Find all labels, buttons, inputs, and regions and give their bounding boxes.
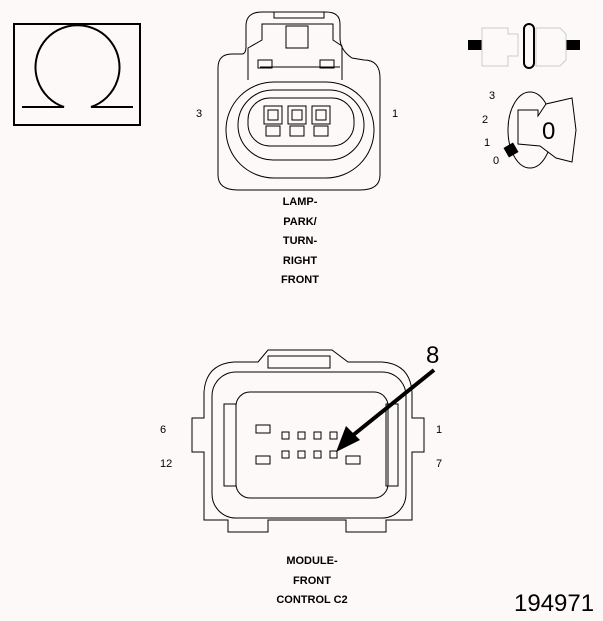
caption-line: TURN- bbox=[282, 235, 318, 247]
connector-1-pin-3-label: 3 bbox=[196, 108, 203, 120]
caption-line: MODULE- bbox=[286, 555, 338, 567]
connector-1-drawing bbox=[217, 11, 381, 191]
connector-2-pin-1-label: 1 bbox=[436, 424, 443, 436]
ignition-position-1: 1 bbox=[484, 137, 491, 149]
ignition-key-label: 0 bbox=[542, 118, 556, 145]
caption-line: LAMP- bbox=[282, 196, 318, 208]
ignition-key-icon bbox=[503, 91, 577, 169]
ignition-position-3: 3 bbox=[489, 90, 496, 102]
ignition-position-0: 0 bbox=[493, 155, 500, 167]
disconnected-connector-icon bbox=[468, 23, 580, 69]
callout-pin-label: 8 bbox=[426, 342, 440, 369]
connector-2-caption: MODULE- FRONT CONTROL C2 bbox=[252, 552, 372, 611]
caption-line: CONTROL C2 bbox=[276, 594, 348, 606]
ohm-meter-icon bbox=[13, 23, 141, 126]
connector-2-pin-7-label: 7 bbox=[436, 458, 443, 470]
caption-line: FRONT bbox=[281, 274, 319, 286]
figure-number: 194971 bbox=[514, 590, 595, 617]
caption-line: FRONT bbox=[293, 574, 331, 587]
caption-line: PARK/ bbox=[283, 215, 317, 228]
connector-2-drawing bbox=[191, 349, 425, 533]
connector-1-caption: LAMP- PARK/ TURN- RIGHT FRONT bbox=[240, 193, 360, 291]
connector-2-pin-6-label: 6 bbox=[160, 424, 167, 436]
ignition-position-2: 2 bbox=[482, 114, 489, 126]
caption-line: RIGHT bbox=[282, 254, 318, 267]
connector-2-pin-12-label: 12 bbox=[160, 458, 173, 470]
connector-1-pin-1-label: 1 bbox=[392, 108, 399, 120]
callout-arrow bbox=[336, 368, 436, 452]
